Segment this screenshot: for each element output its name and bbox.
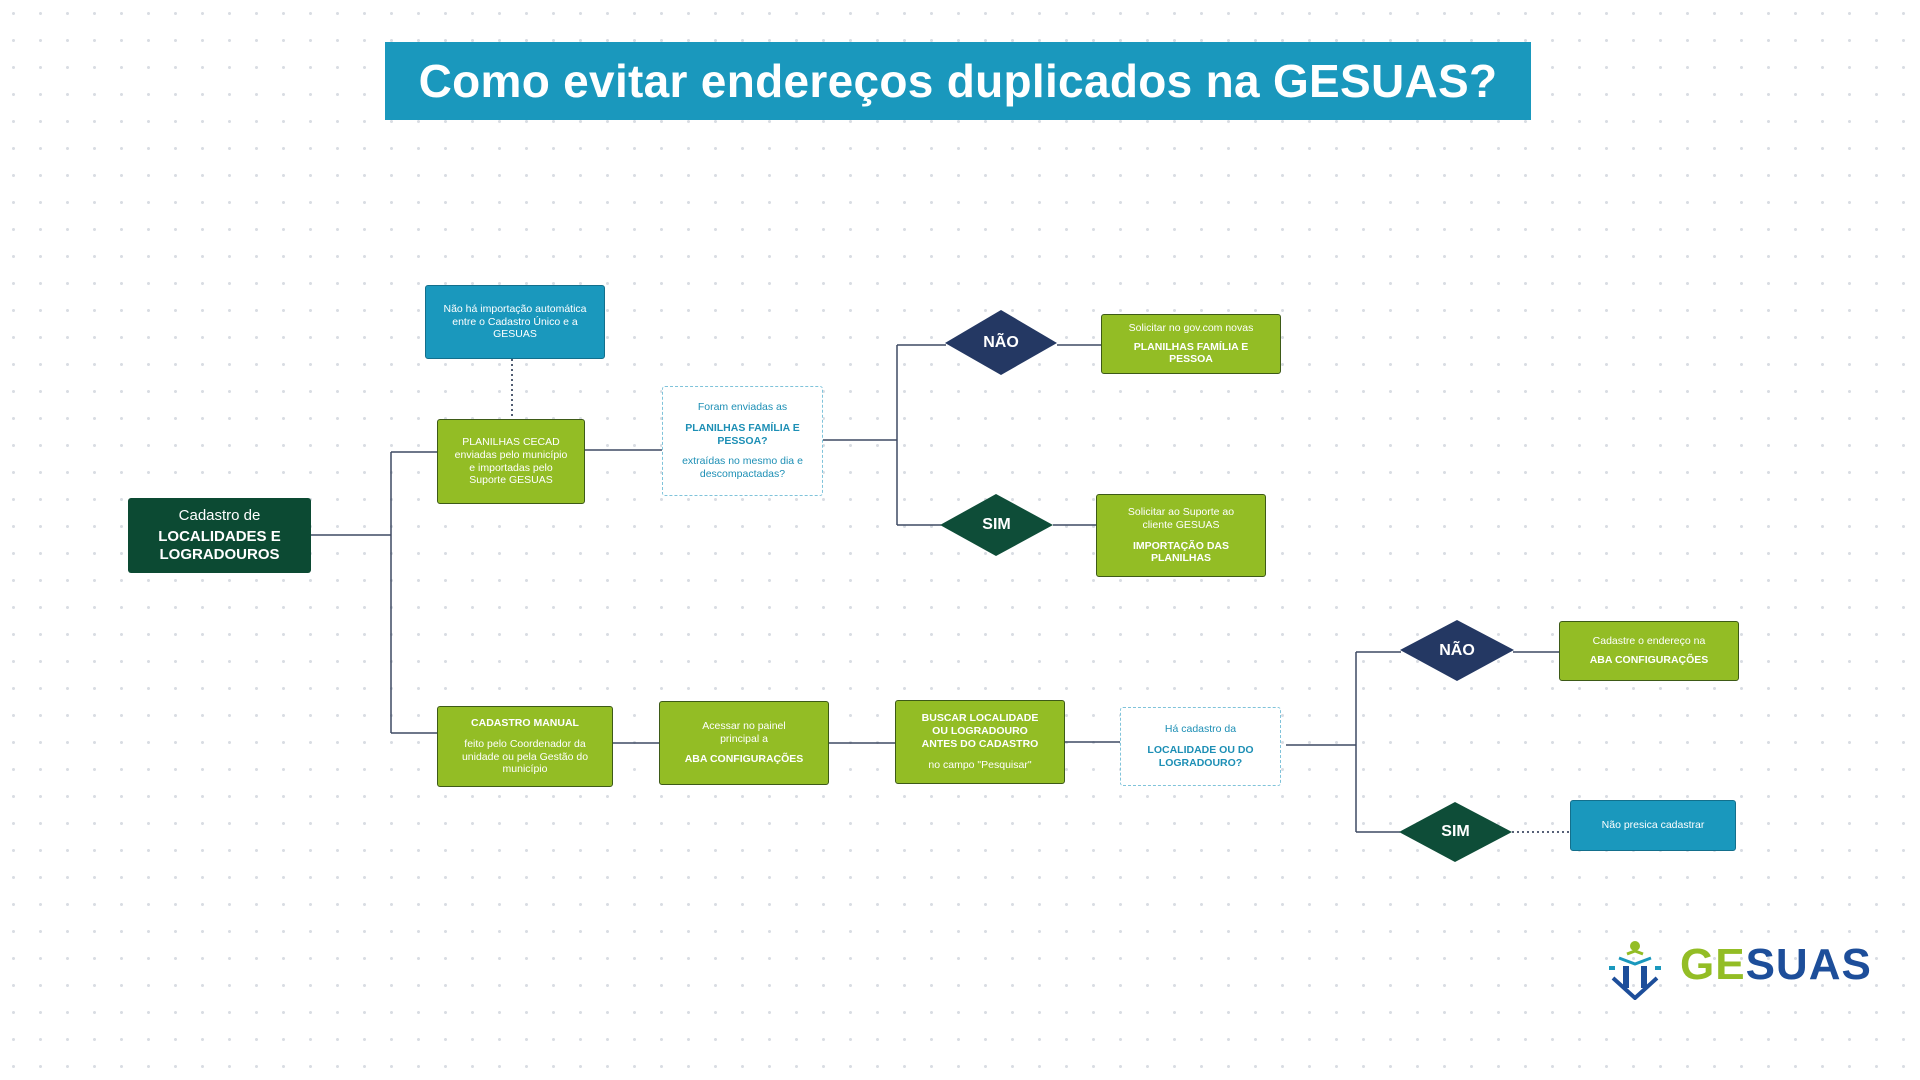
- acessar-painel-line2: ABA CONFIGURAÇÕES: [684, 753, 804, 766]
- node-solicitar-suporte: Solicitar ao Suporte ao cliente GESUAS I…: [1096, 494, 1266, 577]
- buscar-line2: no campo "Pesquisar": [928, 758, 1032, 771]
- node-no-auto-import: Não há importação automática entre o Cad…: [425, 285, 605, 359]
- decision-diamond-no-1: [945, 310, 1057, 375]
- node-no-auto-import-text: Não há importação automática entre o Cad…: [443, 302, 587, 341]
- logo-text-part2: SUAS: [1745, 940, 1872, 989]
- node-nao-precisa: Não presica cadastrar: [1570, 800, 1736, 851]
- node-acessar-painel: Acessar no painel principal a ABA CONFIG…: [659, 701, 829, 785]
- decision-yes-label-1: SIM: [982, 516, 1011, 533]
- nao-precisa-text: Não presica cadastrar: [1601, 819, 1705, 832]
- root-node-line1: Cadastro de: [178, 506, 261, 524]
- node-cadastro-manual: CADASTRO MANUAL feito pelo Coordenador d…: [437, 706, 613, 787]
- decision-diamond-no-2: [1400, 620, 1514, 681]
- solicitar-suporte-line2: IMPORTAÇÃO DAS PLANILHAS: [1132, 539, 1230, 565]
- question-planilhas-line2: PLANILHAS FAMÍLIA E PESSOA?: [685, 421, 800, 447]
- cadastre-endereco-line1: Cadastre o endereço na: [1592, 635, 1706, 648]
- solicitar-suporte-line1: Solicitar ao Suporte ao cliente GESUAS: [1127, 505, 1235, 531]
- solicitar-gov-line2: PLANILHAS FAMÍLIA E PESSOA: [1133, 340, 1249, 366]
- node-solicitar-gov: Solicitar no gov.com novas PLANILHAS FAM…: [1101, 314, 1281, 374]
- root-node-cadastro: Cadastro de LOCALIDADES E LOGRADOUROS: [128, 498, 311, 573]
- cadastre-endereco-line2: ABA CONFIGURAÇÕES: [1589, 654, 1709, 666]
- buscar-line1: BUSCAR LOCALIDADE OU LOGRADOURO ANTES DO…: [921, 712, 1039, 750]
- root-node-line2: LOCALIDADES E LOGRADOUROS: [158, 527, 281, 564]
- node-cadastre-endereco: Cadastre o endereço na ABA CONFIGURAÇÕES: [1559, 621, 1739, 681]
- decision-diamond-yes-1: [940, 494, 1053, 556]
- question-planilhas-line3: extraídas no mesmo dia e descompactadas?: [682, 455, 803, 481]
- node-question-planilhas: Foram enviadas as PLANILHAS FAMÍLIA E PE…: [662, 386, 823, 496]
- decision-diamond-yes-2: [1399, 802, 1512, 862]
- logo-text-part1: GE: [1680, 940, 1746, 989]
- node-planilhas-cecad: PLANILHAS CECAD enviadas pelo município …: [437, 419, 585, 504]
- node-buscar-localidade: BUSCAR LOCALIDADE OU LOGRADOURO ANTES DO…: [895, 700, 1065, 784]
- question-planilhas-line1: Foram enviadas as: [697, 401, 788, 413]
- acessar-painel-line1: Acessar no painel principal a: [702, 719, 786, 745]
- question-cadastro-line2: LOCALIDADE OU DO LOGRADOURO?: [1147, 744, 1254, 769]
- node-question-cadastro: Há cadastro da LOCALIDADE OU DO LOGRADOU…: [1120, 707, 1281, 786]
- gesuas-logo-icon: [1609, 941, 1661, 1000]
- decision-yes-label-2: SIM: [1441, 823, 1470, 840]
- cadastro-manual-line1: CADASTRO MANUAL: [471, 716, 579, 729]
- solicitar-gov-line1: Solicitar no gov.com novas: [1128, 321, 1254, 334]
- decision-no-label-1: NÃO: [983, 333, 1019, 351]
- decision-no-label-2: NÃO: [1439, 641, 1475, 659]
- node-planilhas-cecad-text: PLANILHAS CECAD enviadas pelo município …: [454, 435, 568, 487]
- gesuas-logo-text: GESUAS: [1680, 943, 1872, 987]
- question-cadastro-line1: Há cadastro da: [1164, 723, 1237, 736]
- cadastro-manual-line2: feito pelo Coordenador da unidade ou pel…: [461, 737, 589, 776]
- page-title: Como evitar endereços duplicados na GESU…: [385, 42, 1531, 120]
